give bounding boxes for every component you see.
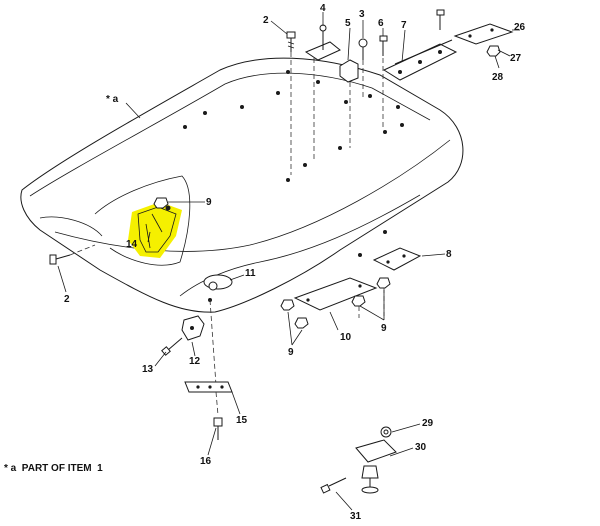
callout-28: 28 — [492, 72, 504, 83]
nuts-item-9-right — [280, 277, 391, 329]
callout-15: 15 — [236, 415, 248, 426]
callout-27: 27 — [510, 53, 522, 64]
footnote-caption: * a PART OF ITEM 1 — [4, 463, 103, 474]
callout-29: 29 — [422, 418, 434, 429]
callout-10: 10 — [340, 332, 352, 343]
washer-item-29 — [380, 426, 392, 438]
callout-31: 31 — [350, 511, 362, 522]
screw-item-13 — [161, 337, 183, 356]
nut-item-28 — [486, 45, 501, 57]
callout-30: 30 — [415, 442, 427, 453]
bracket-item-5 — [339, 59, 359, 148]
callout-16: 16 — [200, 456, 212, 467]
nut-item-9-upper — [153, 197, 169, 209]
bolt-item-31 — [320, 477, 347, 494]
callout-labels: 2 4 5 6 7 3 26 27 28 * a 9 14 2 11 8 9 1… — [64, 3, 526, 522]
callout-2-left: 2 — [64, 294, 70, 305]
screw-item-2-top — [286, 31, 296, 175]
screw-item-6 — [379, 35, 388, 130]
callout-26: 26 — [514, 22, 526, 33]
clip-item-12 — [181, 315, 205, 341]
callout-a: * a — [106, 94, 119, 105]
screw-item-2-left — [49, 244, 96, 265]
hood-mounting-holes — [183, 70, 404, 302]
plate-item-8 — [372, 247, 422, 271]
callout-8: 8 — [446, 249, 452, 260]
callout-14: 14 — [126, 239, 138, 250]
hinge-plate-item-4 — [304, 24, 341, 160]
highlight-marker — [128, 202, 182, 258]
plate-item-15 — [184, 381, 233, 393]
leader-lines — [57, 12, 520, 511]
callout-9-right: 9 — [381, 323, 387, 334]
latch-item-11 — [203, 274, 233, 291]
callout-7: 7 — [401, 20, 407, 31]
plate-item-10 — [293, 277, 378, 311]
plate-item-27 — [453, 23, 514, 45]
callout-9-left: 9 — [288, 347, 294, 358]
receptacle-item-30 — [355, 439, 397, 494]
callout-6: 6 — [378, 18, 384, 29]
callout-3: 3 — [359, 9, 365, 20]
stud-item-16 — [213, 417, 223, 440]
screw-item-26 — [436, 9, 445, 30]
callout-9-upper: 9 — [206, 197, 212, 208]
callout-5: 5 — [345, 18, 351, 29]
screw-item-3 — [358, 38, 368, 100]
callout-12: 12 — [189, 356, 201, 367]
callout-13: 13 — [142, 364, 154, 375]
callout-11: 11 — [245, 268, 256, 279]
callout-2-top: 2 — [263, 15, 269, 26]
hood-panel — [20, 57, 464, 313]
hinge-item-7 — [382, 39, 458, 81]
callout-4: 4 — [320, 3, 326, 14]
